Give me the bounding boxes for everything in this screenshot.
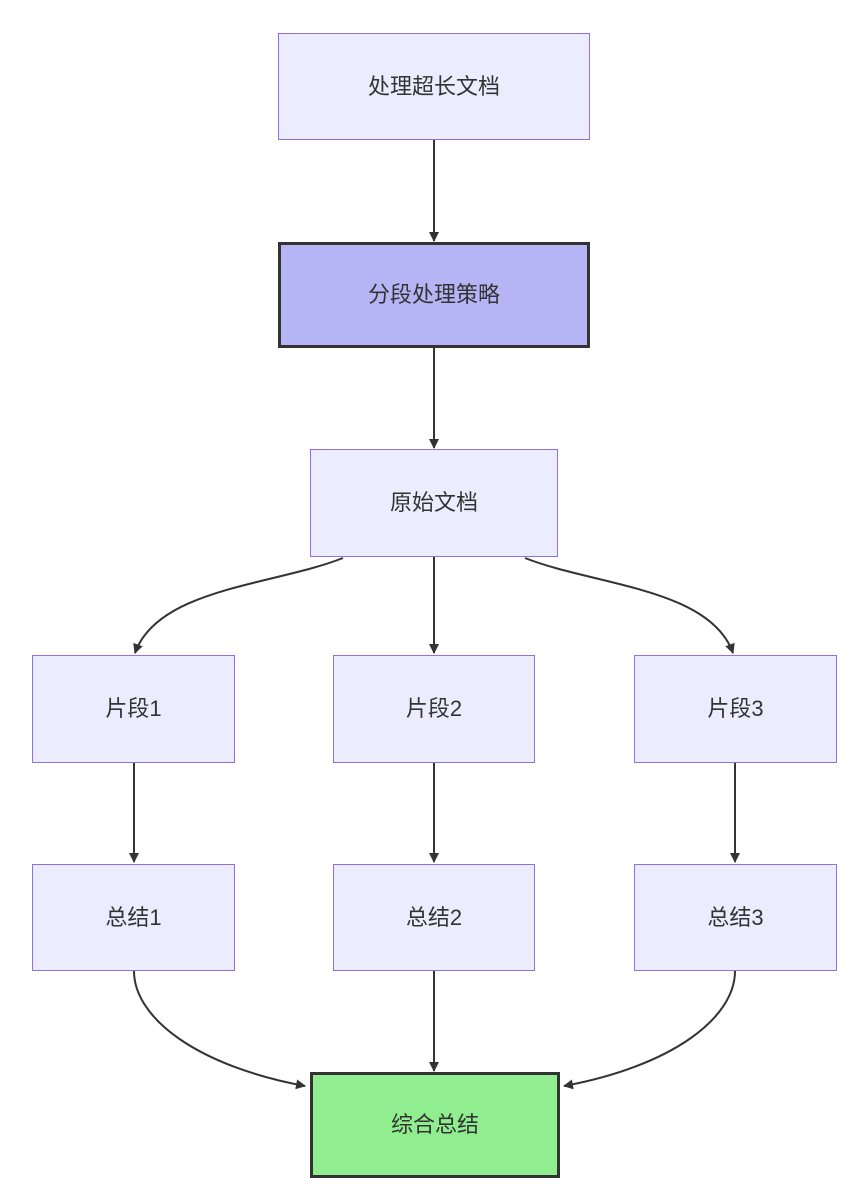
node-label: 综合总结 (390, 1112, 479, 1137)
node-label: 片段1 (105, 696, 162, 721)
node-label: 片段2 (405, 696, 463, 721)
node-label: 总结3 (707, 904, 764, 930)
edge-sum3-final (563, 970, 736, 1090)
node-segment-3: 片段3 (634, 655, 837, 763)
node-label: 处理超长文档 (367, 73, 500, 99)
node-summary-1: 总结1 (32, 864, 235, 971)
node-final-summary: 综合总结 (310, 1072, 560, 1178)
node-segment-1: 片段1 (32, 655, 235, 763)
node-original-doc: 原始文档 (310, 449, 558, 557)
node-segment-2: 片段2 (333, 655, 535, 763)
node-label: 片段3 (707, 696, 764, 721)
node-label: 原始文档 (389, 490, 478, 515)
edge-doc-seg3 (524, 557, 735, 654)
edge-sum1-final (133, 970, 306, 1090)
edge-doc-seg1 (133, 557, 344, 654)
node-segmentation-strategy: 分段处理策略 (278, 242, 590, 348)
node-process-long-doc: 处理超长文档 (278, 33, 590, 140)
node-label: 分段处理策略 (367, 282, 500, 307)
node-label: 总结1 (105, 904, 162, 930)
node-summary-3: 总结3 (634, 864, 837, 971)
node-summary-2: 总结2 (333, 864, 535, 971)
node-label: 总结2 (405, 904, 463, 930)
